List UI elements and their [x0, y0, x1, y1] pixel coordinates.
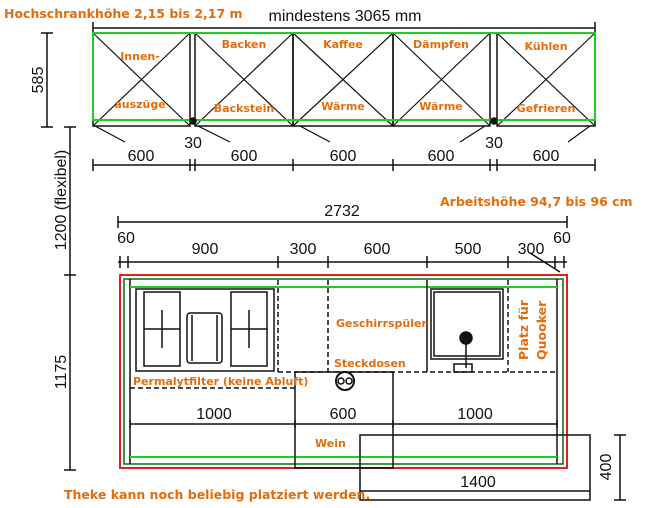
segment-2: 900 [192, 241, 219, 258]
gap-2-width: 30 [485, 135, 503, 152]
island-total-label: 2732 [324, 203, 360, 220]
unit-2-width: 600 [231, 148, 258, 165]
back-segment-1: 1000 [196, 406, 232, 423]
unit-4-top-label: Dämpfen [413, 38, 469, 51]
back-segment-2: 600 [330, 406, 357, 423]
unit-3-bottom-label: Wärme [321, 100, 365, 113]
unit-4-bottom-label: Wärme [419, 100, 463, 113]
sockets-label: Steckdosen [334, 357, 406, 370]
counter-width: 1400 [460, 474, 496, 491]
unit-1-bottom-label: auszüge [114, 98, 165, 111]
back-segment-3: 1000 [457, 406, 493, 423]
unit-3-width: 600 [330, 148, 357, 165]
gap-depth-label: 1200 (flexibel) [53, 150, 70, 251]
cooktop [135, 288, 275, 372]
quooker-label-1: Platz für [516, 299, 531, 360]
unit-2-bottom-label: Backstein [214, 102, 275, 115]
unit-2-top-label: Backen [222, 38, 267, 51]
unit-5-top-label: Kühlen [524, 40, 567, 53]
island-segment-dimension-line [118, 252, 567, 273]
segment-6: 300 [518, 241, 545, 258]
unit-4-width: 600 [428, 148, 455, 165]
island-depth-label: 1175 [53, 355, 70, 390]
dishwasher-label: Geschirrspüler [336, 317, 427, 330]
segment-7: 60 [553, 230, 571, 247]
unit-1-width: 600 [128, 148, 155, 165]
socket-icon [335, 371, 355, 391]
gap-dimension-line [64, 126, 76, 471]
unit-1-top-label: Innen- [120, 50, 160, 63]
segment-5: 500 [455, 241, 482, 258]
segment-4: 600 [364, 241, 391, 258]
segment-1: 60 [117, 230, 135, 247]
hob-label: Permalytfilter (keine Abluft) [133, 375, 308, 388]
gap-1-width: 30 [184, 135, 202, 152]
counter [359, 434, 626, 501]
unit-5-bottom-label: Gefrieren [517, 102, 576, 115]
segment-3: 300 [290, 241, 317, 258]
cabinet-depth-label: 585 [30, 67, 47, 94]
counter-note: Theke kann noch beliebig platziert werde… [64, 487, 370, 502]
tall-cabinet-height-note: Hochschrankhöhe 2,15 bis 2,17 m [4, 6, 243, 21]
unit-3-top-label: Kaffee [323, 38, 363, 51]
counter-depth: 400 [598, 454, 615, 481]
total-width-label: mindestens 3065 mm [269, 8, 422, 25]
island [119, 274, 568, 469]
unit-5-width: 600 [533, 148, 560, 165]
sink [430, 288, 504, 373]
island-total-dimension-line [117, 216, 568, 228]
unit-dimension-line [92, 159, 596, 171]
quooker-label-2: Quooker [534, 300, 549, 360]
worktop-height-note: Arbeitshöhe 94,7 bis 96 cm [440, 194, 633, 209]
wine-label: Wein [315, 437, 346, 450]
tall-cabinets [92, 32, 596, 143]
depth-dimension-line [41, 32, 53, 128]
